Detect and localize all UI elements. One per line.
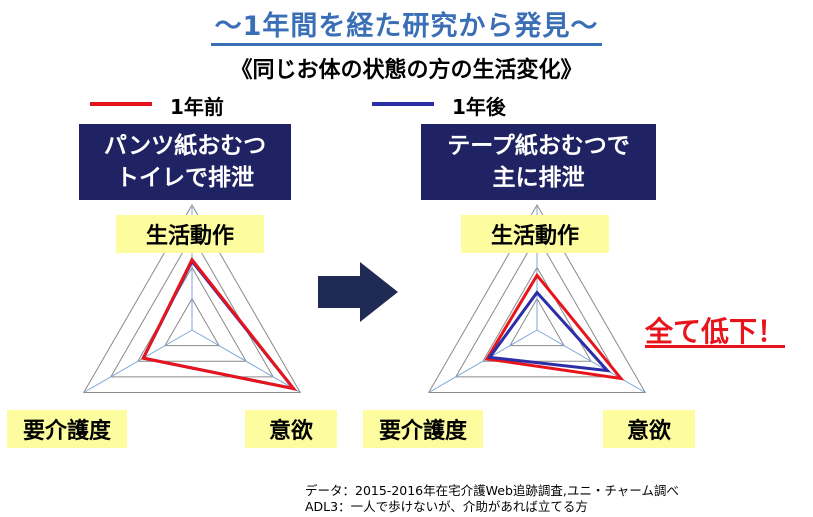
data-source-note: データ：2015-2016年在宅介護Web追跡調査,ユニ・チャーム調べ bbox=[305, 483, 679, 498]
conclusion-text: 全て低下！ bbox=[645, 315, 786, 348]
arrow-right-icon bbox=[318, 262, 398, 322]
left-axis-label-right: 意欲 bbox=[245, 410, 337, 448]
page-title: ～1年間を経た研究から発見～ bbox=[0, 4, 813, 46]
right-radar-series-after bbox=[486, 290, 612, 373]
page-subtitle: 《同じお体の状態の方の生活変化》 bbox=[230, 58, 583, 83]
left-radar-grid-ring-4 bbox=[82, 203, 302, 393]
right-radar-series-before bbox=[484, 272, 625, 381]
right-radar-grid-ring-3 bbox=[454, 235, 620, 378]
right-axis-label-right: 意欲 bbox=[603, 410, 695, 448]
left-heading-line1: パンツ紙おむつ bbox=[103, 133, 267, 159]
left-axis-label-left: 要介護度 bbox=[7, 410, 127, 448]
legend-line-before bbox=[90, 102, 152, 106]
right-panel-heading: テープ紙おむつで 主に排泄 bbox=[421, 124, 656, 200]
legend-line-after bbox=[372, 102, 434, 106]
left-radar-grid-ring-3 bbox=[109, 235, 275, 378]
adl-definition-note: ADL3：一人で歩けないが、介助があれば立てる方 bbox=[305, 499, 588, 514]
page-title-text: ～1年間を経た研究から発見～ bbox=[210, 11, 603, 46]
left-axis-label-top: 生活動作 bbox=[116, 215, 264, 253]
right-radar-grid-ring-1 bbox=[509, 297, 565, 347]
left-panel-heading: パンツ紙おむつ トイレで排泄 bbox=[79, 124, 291, 200]
right-radar-spoke-1 bbox=[536, 329, 646, 393]
legend-label-after: 1年後 bbox=[452, 95, 506, 119]
left-radar-spoke-2 bbox=[83, 329, 193, 393]
right-heading-line1: テープ紙おむつで bbox=[447, 133, 630, 159]
right-radar-spoke-2 bbox=[428, 329, 538, 393]
right-radar-grid-ring-4 bbox=[427, 203, 647, 393]
left-radar-spoke-1 bbox=[191, 329, 301, 393]
right-heading-line2: 主に排泄 bbox=[492, 165, 585, 191]
left-radar-grid-ring-1 bbox=[164, 297, 220, 347]
right-axis-label-top: 生活動作 bbox=[461, 215, 609, 253]
right-axis-label-left: 要介護度 bbox=[363, 410, 483, 448]
left-radar-series-before bbox=[141, 256, 298, 391]
left-heading-line2: トイレで排泄 bbox=[116, 165, 254, 191]
left-radar-series-after bbox=[141, 258, 298, 391]
legend-label-before: 1年前 bbox=[170, 95, 224, 119]
